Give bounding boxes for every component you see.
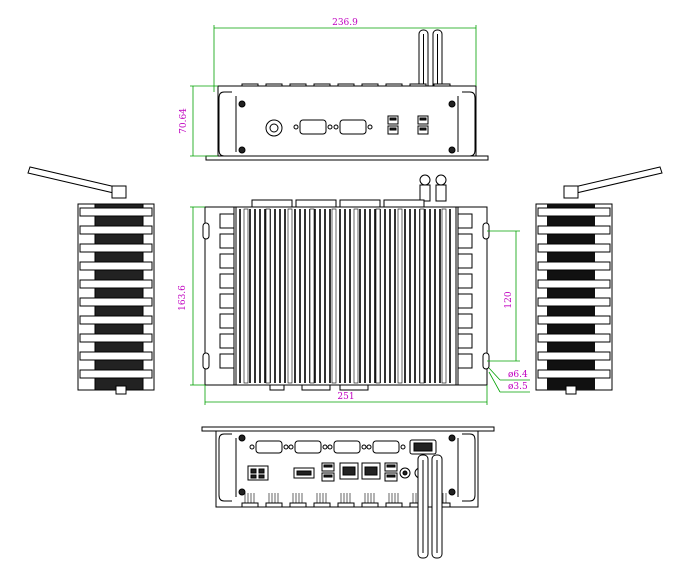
- heatsink-gap: [397, 208, 403, 384]
- io-fin: [337, 502, 355, 508]
- usb-stack-2: [417, 115, 429, 135]
- flange-step-right: [457, 253, 473, 269]
- heatsink-gap: [375, 208, 381, 384]
- left-side-fins: [79, 207, 153, 379]
- side-fin: [537, 297, 611, 307]
- serial-port-1: [293, 119, 333, 135]
- side-fin: [537, 207, 611, 217]
- heatsink-gap: [243, 208, 249, 384]
- flange-step-left: [219, 333, 235, 349]
- io-power-connector: [247, 465, 269, 481]
- left-side-view: [27, 166, 155, 395]
- front-antenna-connectors: [419, 174, 447, 202]
- side-fin: [79, 333, 153, 343]
- side-fin: [537, 315, 611, 325]
- heatsink-gap: [441, 208, 447, 384]
- flange-step-right: [457, 333, 473, 349]
- io-antenna-right: [431, 454, 443, 559]
- flange-step-right: [457, 233, 473, 249]
- heatsink-gap: [309, 208, 315, 384]
- bottom-view: [201, 426, 495, 559]
- side-fin: [537, 351, 611, 361]
- flange-step-left: [219, 233, 235, 249]
- dim-hole-pitch: 120: [504, 291, 514, 308]
- flange-step-left: [219, 253, 235, 269]
- left-antenna: [27, 166, 127, 199]
- io-lan-ports: [339, 462, 381, 480]
- side-fin: [79, 261, 153, 271]
- io-usb-left: [321, 462, 335, 482]
- flange-step-right: [457, 273, 473, 289]
- heatsink-gap: [419, 208, 425, 384]
- io-fin: [313, 502, 331, 508]
- io-fin: [265, 502, 283, 508]
- flange-step-left: [219, 273, 235, 289]
- flange-step-left: [219, 213, 235, 229]
- flange-step-left: [219, 293, 235, 309]
- side-fin: [79, 225, 153, 235]
- top-antenna-left: [418, 29, 429, 93]
- side-fin: [537, 279, 611, 289]
- dim-front-width: 251: [337, 392, 354, 402]
- io-hdmi-port: [293, 467, 315, 479]
- side-fin: [79, 351, 153, 361]
- flange-step-right: [457, 313, 473, 329]
- io-handle-left: [218, 433, 232, 502]
- dim-hole-small: ø3.5: [508, 382, 528, 392]
- io-fin: [361, 502, 379, 508]
- dim-top-height: 70.64: [179, 108, 189, 134]
- side-fin: [79, 315, 153, 325]
- top-antenna-right: [432, 29, 443, 93]
- dim-top-width: 236.9: [332, 18, 358, 28]
- side-fin: [537, 369, 611, 379]
- heatsink-gap: [287, 208, 293, 384]
- flange-step-right: [457, 213, 473, 229]
- right-side-fins: [537, 207, 611, 379]
- flange-step-right: [457, 353, 473, 369]
- io-vga-port: [409, 439, 437, 455]
- usb-stack-1: [387, 115, 399, 135]
- right-antenna: [563, 166, 663, 199]
- serial-port-2: [333, 119, 373, 135]
- side-fin: [537, 225, 611, 235]
- side-fin: [537, 261, 611, 271]
- side-fin: [537, 333, 611, 343]
- io-fin: [241, 502, 259, 508]
- flange-steps: [219, 213, 473, 369]
- heatsink-gap: [331, 208, 337, 384]
- side-fin: [79, 243, 153, 253]
- heatsink-gap: [265, 208, 271, 384]
- side-fin: [79, 369, 153, 379]
- top-view: 236.9 70.64: [179, 18, 489, 161]
- side-fin: [79, 297, 153, 307]
- io-serial-ports: [249, 440, 406, 454]
- flange-step-left: [219, 313, 235, 329]
- io-fin: [385, 502, 403, 508]
- side-fin: [537, 243, 611, 253]
- heatsink-gap: [353, 208, 359, 384]
- io-handle-right: [462, 433, 476, 502]
- io-usb-right: [384, 462, 398, 482]
- side-fin: [79, 207, 153, 217]
- side-fin: [79, 279, 153, 289]
- flange-step-right: [457, 293, 473, 309]
- dim-hole-large: ø6.4: [508, 370, 528, 380]
- flange-step-left: [219, 353, 235, 369]
- right-side-view: [535, 166, 663, 395]
- heatsink-fins: [239, 208, 451, 384]
- power-jack: [265, 119, 283, 137]
- front-view: 163.6 251 120 ø6.4 ø3.5: [178, 174, 530, 405]
- dim-front-height: 163.6: [178, 285, 188, 311]
- io-fin: [289, 502, 307, 508]
- io-antenna-left: [417, 454, 429, 559]
